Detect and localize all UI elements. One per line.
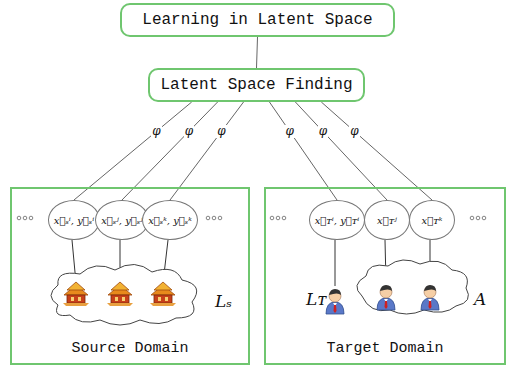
connector: [122, 102, 218, 200]
sample-label: x⃗ₛⁱ, y⃗ₛⁱ: [54, 215, 94, 226]
set-label: A: [474, 289, 486, 309]
box-title: Source Domain: [12, 340, 248, 357]
sample-label: x⃗ₛʲ, y⃗ₛʲ: [101, 215, 143, 226]
connector: [269, 102, 337, 200]
sample-label: x⃗ᴛᵏ: [422, 215, 443, 226]
sample-circle: x⃗ₛʲ, y⃗ₛʲ: [95, 200, 149, 240]
edge-label: φ: [318, 125, 328, 138]
connector: [170, 102, 244, 200]
cloud: [51, 264, 197, 325]
edge-label: φ: [216, 125, 226, 138]
cloud: [357, 260, 469, 314]
connector: [74, 102, 192, 200]
sample-label: x⃗ₛᵏ, y⃗ₛᵏ: [148, 215, 192, 226]
connector: [295, 102, 387, 200]
sample-label: x⃗ᴛⁱ, y⃗ᴛⁱ: [315, 215, 360, 226]
sample-circle: x⃗ᴛʲ: [364, 200, 410, 240]
process-box: Learning in Latent Space: [120, 3, 395, 37]
sample-circle: x⃗ᴛⁱ, y⃗ᴛⁱ: [309, 200, 366, 240]
set-label: Lᴛ: [306, 289, 327, 309]
sample-circle: x⃗ᴛᵏ: [409, 200, 455, 240]
domain-panel: Target Domain x⃗ᴛⁱ, y⃗ᴛⁱ x⃗ᴛʲ x⃗ᴛᵏ: [264, 187, 506, 365]
process-box: Latent Space Finding: [148, 68, 364, 102]
sample-circle: x⃗ₛᵏ, y⃗ₛᵏ: [142, 200, 198, 240]
set-label: Lₛ: [215, 291, 232, 311]
box-title: Latent Space Finding: [160, 76, 352, 94]
box-title: Learning in Latent Space: [142, 11, 372, 29]
edge-label: φ: [285, 125, 295, 138]
sample-label: x⃗ᴛʲ: [377, 215, 397, 226]
connector: [321, 102, 432, 200]
edge-label: φ: [184, 125, 194, 138]
domain-panel: Source Domain x⃗ₛⁱ, y⃗ₛⁱ x⃗ₛʲ, y⃗ₛʲ x⃗ₛᵏ, y…: [10, 187, 250, 365]
sample-circle: x⃗ₛⁱ, y⃗ₛⁱ: [48, 200, 100, 240]
person-icon: [326, 289, 344, 314]
box-title: Target Domain: [266, 340, 504, 357]
edge-label: φ: [151, 125, 161, 138]
edge-label: φ: [349, 125, 359, 138]
connector: [257, 37, 258, 68]
